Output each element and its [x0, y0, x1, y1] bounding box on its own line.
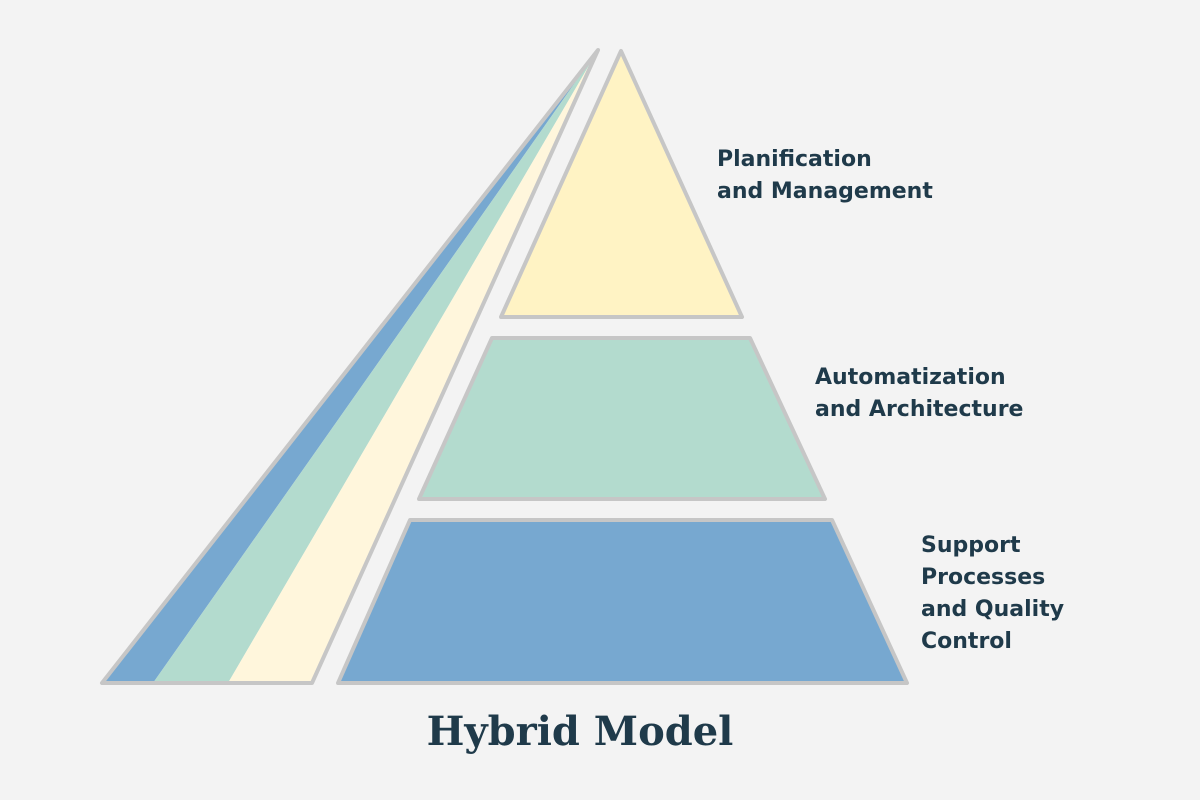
- side-face-band-cream: [228, 50, 598, 683]
- side-face-band-teal: [153, 50, 598, 683]
- level-middle-label: Automatization and Architecture: [815, 362, 1023, 426]
- level-bottom-label-line: Processes: [921, 565, 1046, 590]
- level-middle-label-line: Automatization: [815, 365, 1006, 390]
- level-top-label-line: and Management: [717, 179, 933, 204]
- side-face-outline: [100, 48, 600, 685]
- level-bottom-label-line: Support: [921, 533, 1021, 558]
- level-top-label-line: Planification: [717, 147, 872, 172]
- level-top-shape: [499, 49, 744, 319]
- level-middle-label-line: and Architecture: [815, 397, 1024, 422]
- level-bottom-label: Support Processes and Quality Control: [921, 530, 1064, 658]
- level-bottom-label-line: Control: [921, 629, 1012, 654]
- level-top-label: Planification and Management: [717, 144, 933, 208]
- level-bottom-shape: [336, 518, 909, 685]
- level-bottom-label-line: and Quality: [921, 597, 1065, 622]
- level-middle-shape: [417, 336, 827, 501]
- pyramid-side-face: [100, 48, 600, 685]
- diagram-title: Hybrid Model: [426, 708, 734, 755]
